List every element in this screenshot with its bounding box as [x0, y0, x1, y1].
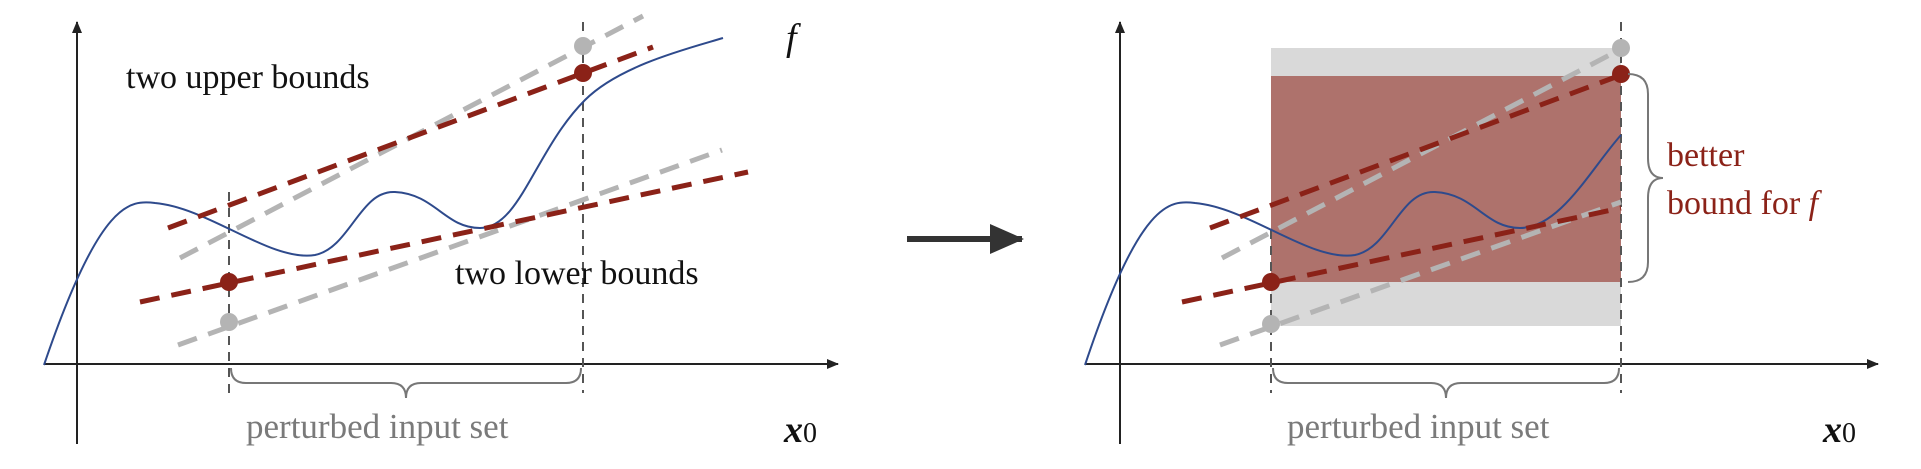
loose-lower-point: [1262, 315, 1280, 333]
better-bound-brace: [1627, 73, 1664, 283]
tight-lower-point: [220, 273, 238, 291]
tight-lower-point: [1262, 273, 1280, 291]
left-panel: f two upper bounds two lower bounds pert…: [43, 13, 839, 451]
better-bound-label: better bound for f: [1667, 137, 1823, 222]
loose-lower-bound: [1219, 199, 1622, 348]
right-panel: better bound for f perturbed input set x…: [1084, 21, 1879, 451]
tight-upper-point: [1612, 65, 1630, 83]
tight-upper-point: [574, 64, 592, 82]
input-set-label: perturbed input set: [246, 407, 509, 446]
input-set-brace: [1272, 367, 1620, 399]
loose-upper-point: [574, 37, 592, 55]
tight-upper-bound: [1209, 72, 1622, 231]
loose-upper-point: [1612, 39, 1630, 57]
upper-bounds-label: two upper bounds: [126, 59, 370, 96]
function-curve: [43, 37, 724, 366]
lower-bounds-label: two lower bounds: [455, 255, 699, 292]
input-set-brace: [230, 367, 582, 399]
x-axis-label: x0: [783, 409, 817, 451]
tight-lower-bound: [139, 169, 749, 305]
loose-lower-bound: [177, 147, 723, 348]
loose-lower-point: [220, 313, 238, 331]
loose-upper-bound: [1220, 46, 1623, 261]
x-axis-label: x0: [1822, 409, 1856, 451]
tight-lower-bound: [1181, 205, 1622, 305]
tight-upper-bound: [167, 44, 654, 231]
input-set-label: perturbed input set: [1287, 407, 1550, 446]
function-label: f: [786, 17, 801, 59]
